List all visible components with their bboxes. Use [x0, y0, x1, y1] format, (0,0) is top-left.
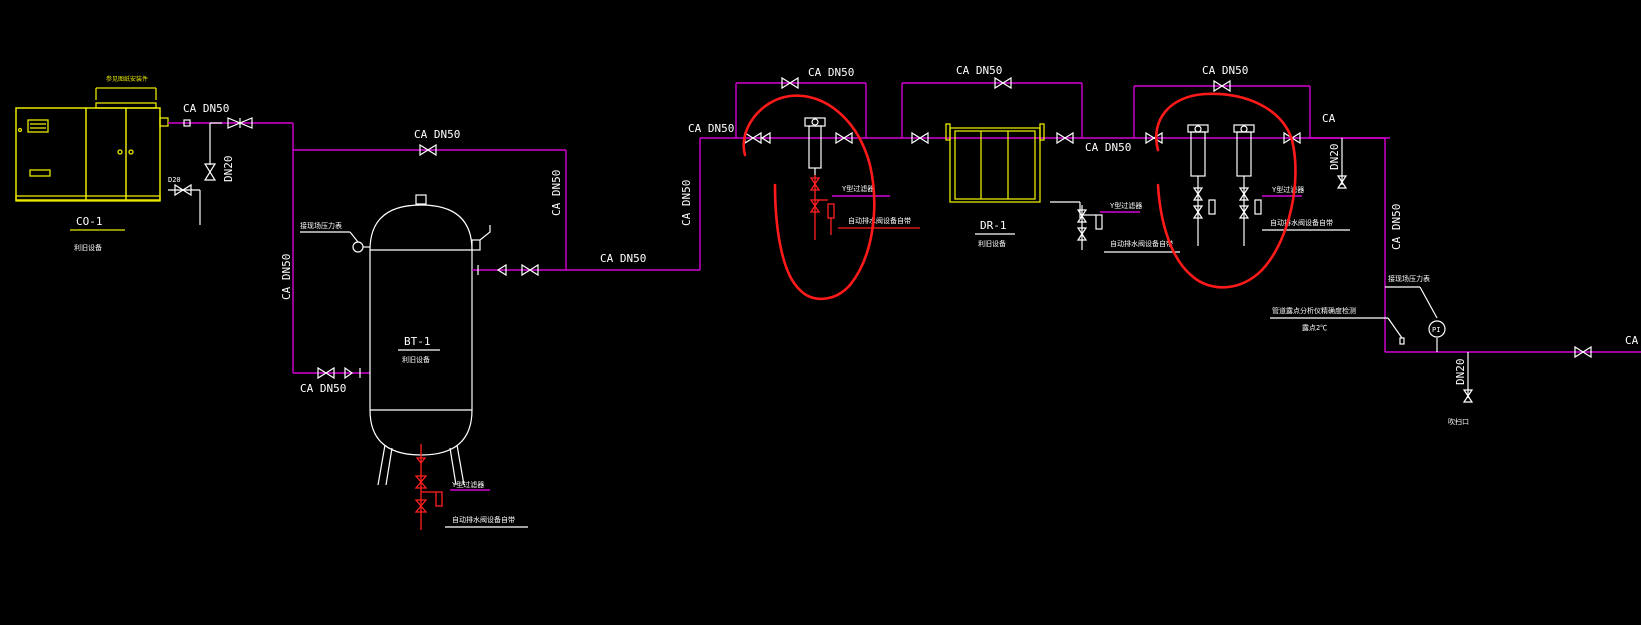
pipe-label-4: CA DN50	[280, 254, 293, 300]
filter1-section: CA DN50 Y型过滤器 自动排水阀设备自带	[735, 66, 920, 240]
pipe-label-6: CA DN50	[600, 252, 646, 265]
markup-circle-1	[742, 94, 876, 301]
tank-strainer-note: Y型过滤器	[452, 480, 484, 489]
outlet-header: CA DN20 CA DN50 PI 接现场压力表 管道露点分析仪精确度检测 露…	[1270, 112, 1641, 426]
compressor-desc: 利旧设备	[74, 243, 102, 252]
outlet-pi: PI	[1432, 326, 1440, 334]
pipe-label-1: CA DN50	[183, 102, 229, 115]
outlet-dewpoint-value: 露点2℃	[1302, 324, 1327, 332]
filter2-drain-note: 自动排水阀设备自带	[1270, 218, 1333, 227]
compressor-co1: 参见图纸安装件 CO-1 利旧设备	[15, 75, 169, 252]
filter2-strainer-note: Y型过滤器	[1272, 185, 1304, 194]
tank-drain-note: 自动排水阀设备自带	[452, 515, 515, 524]
pipe-label-9: CA DN50	[808, 66, 854, 79]
pipe-label-15: CA	[1625, 334, 1639, 347]
pipe-label-11: CA DN50	[1085, 141, 1131, 154]
pipe-label-3: CA DN50	[550, 170, 563, 216]
tank-drain: Y型过滤器 自动排水阀设备自带	[414, 444, 528, 530]
compressor-tag: CO-1	[76, 215, 103, 228]
dryer-strainer-note: Y型过滤器	[1110, 201, 1142, 210]
branch-label-dn20-3: DN20	[1454, 359, 1467, 386]
dryer-desc: 利旧设备	[978, 239, 1006, 248]
dryer-drain-note: 自动排水阀设备自带	[1110, 239, 1173, 248]
filter1-drain-note: 自动排水阀设备自带	[848, 216, 911, 225]
outlet-dewpoint-note: 管道露点分析仪精确度检测	[1272, 306, 1356, 315]
compressor-top-note: 参见图纸安装件	[106, 75, 148, 83]
pipe-label-14: CA DN50	[1390, 204, 1403, 250]
branch-label-d20: D20	[168, 176, 181, 184]
filter1-strainer-note: Y型过滤器	[842, 184, 874, 193]
tank-tag: BT-1	[404, 335, 431, 348]
outlet-blow-label: 吹扫口	[1448, 417, 1469, 426]
compressor-outlet-pipe: CA DN50 DN20 D20	[168, 102, 293, 225]
pipe-label-12: CA DN50	[1202, 64, 1248, 77]
tank-desc: 利旧设备	[402, 355, 430, 364]
filter2-section: CA DN50 Y型过滤器 自动排水阀设备自带	[1133, 64, 1350, 246]
dryer-tag: DR-1	[980, 219, 1007, 232]
pipe-label-2: CA DN50	[414, 128, 460, 141]
tank-gauge-note: 接现场压力表	[300, 221, 342, 230]
pipe-label-10: CA DN50	[956, 64, 1002, 77]
markup-circle-2	[1155, 92, 1297, 289]
pipe-label-5: CA DN50	[300, 382, 346, 395]
branch-label-dn20-2: DN20	[1328, 144, 1341, 171]
outlet-gauge-note: 接现场压力表	[1388, 274, 1430, 283]
pipe-label-13: CA	[1322, 112, 1336, 125]
tank-bt1: 接现场压力表 BT-1 利旧设备	[300, 194, 566, 486]
main-header: CA DN50 CA DN50 CA DN50	[566, 122, 1390, 271]
tank-feed-lines: CA DN50 CA DN50 CA DN50 CA DN50	[280, 123, 567, 395]
dryer-section: CA DN50 CA DN50 DR-1 利旧设备 Y型过滤器 自动排水阀设备自…	[901, 64, 1180, 253]
pipe-label-8: CA DN50	[688, 122, 734, 135]
pipe-label-7: CA DN50	[680, 180, 693, 226]
branch-label-dn20-1: DN20	[222, 156, 235, 183]
